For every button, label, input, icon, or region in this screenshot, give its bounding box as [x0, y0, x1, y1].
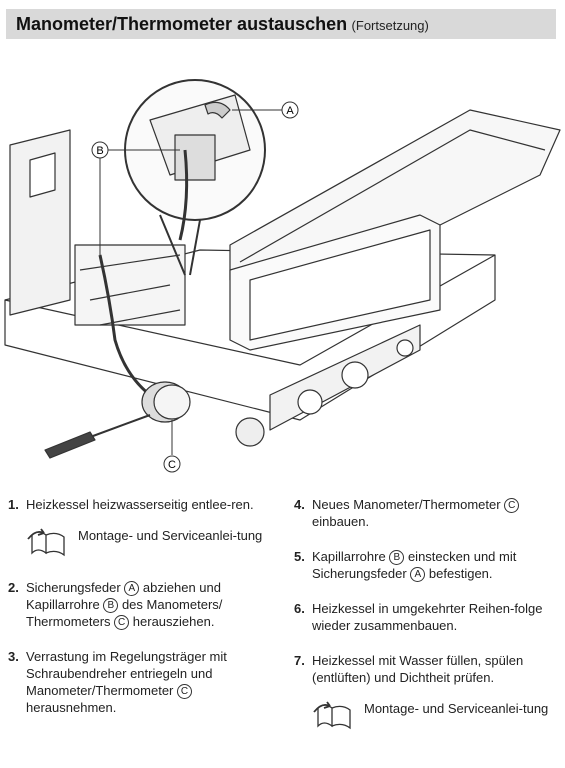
page-title: Manometer/Thermometer austauschen: [16, 14, 348, 34]
steps-right-column: 4. Neues Manometer/Thermometer C einbaue…: [294, 496, 562, 752]
callout-b: B: [91, 141, 109, 159]
ref-marker-a: A: [410, 567, 426, 582]
ref-marker-b: B: [389, 550, 405, 565]
step-2: 2. Sicherungsfeder A abziehen und Kapill…: [8, 580, 223, 630]
technical-illustration: A B C: [4, 79, 561, 473]
capillary-tube: [98, 254, 151, 397]
step-3: 3. Verrastung im Regelungsträger mit Sch…: [8, 649, 227, 715]
svg-text:C: C: [168, 459, 176, 471]
callout-c: C: [163, 455, 181, 473]
section-header: Manometer/Thermometer austauschen (Forts…: [6, 9, 556, 39]
svg-text:B: B: [96, 145, 103, 157]
book-reference-icon: [27, 528, 65, 557]
page-subtitle: (Fortsetzung): [351, 18, 429, 33]
svg-text:A: A: [286, 105, 294, 117]
callout-a: A: [281, 101, 299, 119]
step-5: 5. Kapillarrohre B einstecken und mit Si…: [294, 549, 517, 582]
step-4: 4. Neues Manometer/Thermometer C einbaue…: [294, 496, 562, 530]
control-knob-2: [341, 361, 369, 389]
control-knob-3: [396, 339, 414, 357]
ref-marker-c: C: [504, 498, 520, 513]
book-reference-icon: [313, 701, 351, 730]
step-1: 1. Heizkessel heizwasserseitig entlee-re…: [8, 497, 254, 512]
ref-marker-a: A: [124, 581, 140, 596]
steps-left-column: 1. Heizkessel heizwasserseitig entlee-re…: [8, 496, 268, 734]
ref-marker-b: B: [103, 598, 119, 613]
service-manual-reference: Montage- und Serviceanlei-tung: [26, 527, 268, 561]
control-knob-1: [297, 389, 323, 415]
step-6: 6. Heizkessel in umgekehrter Reihen-folg…: [294, 601, 543, 633]
screwdriver: [44, 431, 96, 459]
ref-marker-c: C: [114, 615, 130, 630]
step-7: 7. Heizkessel mit Wasser füllen, spülen …: [294, 653, 524, 685]
ref-marker-c: C: [177, 684, 193, 699]
service-manual-reference: Montage- und Serviceanlei-tung: [312, 700, 562, 734]
